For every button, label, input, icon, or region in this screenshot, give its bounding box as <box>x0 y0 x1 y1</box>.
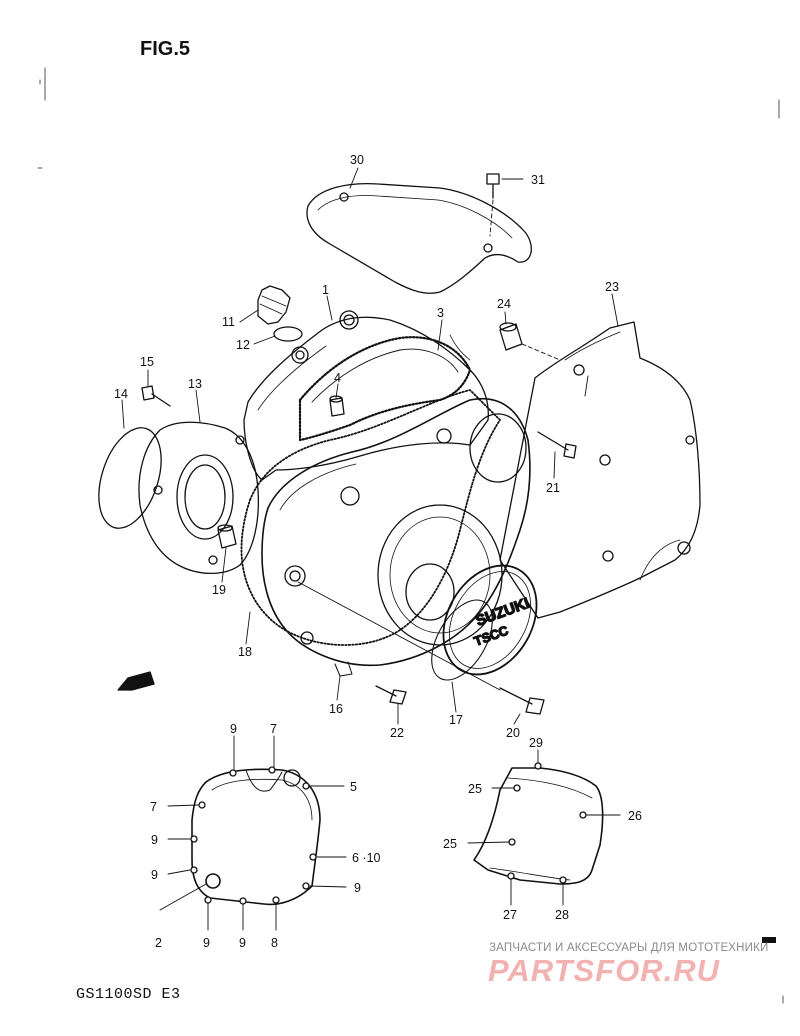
part-1-crankcase-cover <box>243 310 489 481</box>
part-21-bolt <box>537 431 577 459</box>
part-15-bolt <box>141 385 171 407</box>
part-18-gasket <box>240 389 501 646</box>
part-23-rear-cover <box>499 321 701 619</box>
part-30-cover-plate <box>306 182 532 294</box>
callout-21: 21 <box>546 481 560 495</box>
callout-30: 30 <box>350 153 364 167</box>
callout-9-right: 9 <box>354 881 361 895</box>
clutch-cover-boss <box>377 413 527 646</box>
callout-9-bottom-a: 9 <box>203 936 210 950</box>
part-3-gasket <box>298 334 472 442</box>
callout-5: 5 <box>350 780 357 794</box>
callout-9-top: 9 <box>230 722 237 736</box>
callout-14: 14 <box>114 387 128 401</box>
callout-26: 26 <box>628 809 642 823</box>
model-label: GS1100SD E3 <box>76 986 181 1003</box>
callout-9-bottom-b: 9 <box>239 936 246 950</box>
callout-22: 22 <box>390 726 404 740</box>
watermark-subtitle: ЗАПЧАСТИ И АКСЕССУАРЫ ДЛЯ МОТОТЕХНИКИ <box>489 942 769 954</box>
part-19-dowel <box>217 524 237 549</box>
callout-13: 13 <box>188 377 202 391</box>
callout-7-top: 7 <box>270 722 277 736</box>
callout-9-left-b: 9 <box>151 868 158 882</box>
part-12-o-ring <box>273 326 303 342</box>
leader-lines <box>121 167 621 931</box>
part-16-clutch-cover <box>261 398 531 677</box>
figure-title: FIG.5 <box>140 38 191 60</box>
part-2-gasket-outline <box>190 766 321 906</box>
callout-28: 28 <box>555 908 569 922</box>
watermark-brand: PARTSFOR.RU <box>488 953 721 988</box>
callout-1: 1 <box>322 283 329 297</box>
callout-29: 29 <box>529 736 543 750</box>
callout-16: 16 <box>329 702 343 716</box>
lower-right-cover-outline <box>473 762 604 885</box>
part-11-oil-filler-cap <box>257 285 291 325</box>
callout-12: 12 <box>236 338 250 352</box>
part-14-gasket <box>98 427 162 529</box>
callout-8: 8 <box>271 936 278 950</box>
callout-7-left: 7 <box>150 800 157 814</box>
callout-25-a: 25 <box>468 782 482 796</box>
callout-31: 31 <box>531 173 545 187</box>
part-20-bolt <box>499 687 545 715</box>
callout-15: 15 <box>140 355 154 369</box>
callout-6-10: 6 ·10 <box>352 851 381 865</box>
callout-25-b: 25 <box>443 837 457 851</box>
part-17-ring <box>431 599 493 681</box>
scan-specks <box>37 67 784 1004</box>
callout-19: 19 <box>212 583 226 597</box>
scan-mark <box>762 937 776 943</box>
callout-20: 20 <box>506 726 520 740</box>
callout-27: 27 <box>503 908 517 922</box>
part-13-housing <box>138 421 260 574</box>
callout-9-left-a: 9 <box>151 833 158 847</box>
callout-23: 23 <box>605 280 619 294</box>
callout-3: 3 <box>437 306 444 320</box>
callout-24: 24 <box>497 297 511 311</box>
fwd-arrow: FWD <box>117 671 155 691</box>
callout-18: 18 <box>238 645 252 659</box>
callout-11: 11 <box>222 315 235 329</box>
part-24-dowel <box>499 322 561 361</box>
part-4-dowel <box>329 395 345 417</box>
part-22-bolt <box>375 685 407 705</box>
callout-4: 4 <box>334 371 341 385</box>
callout-2: 2 <box>155 936 162 950</box>
callout-numbers: 30 31 1 11 12 3 24 23 15 4 14 13 21 19 1… <box>114 153 642 950</box>
callout-17: 17 <box>449 713 463 727</box>
part-31-bolt <box>486 173 500 237</box>
